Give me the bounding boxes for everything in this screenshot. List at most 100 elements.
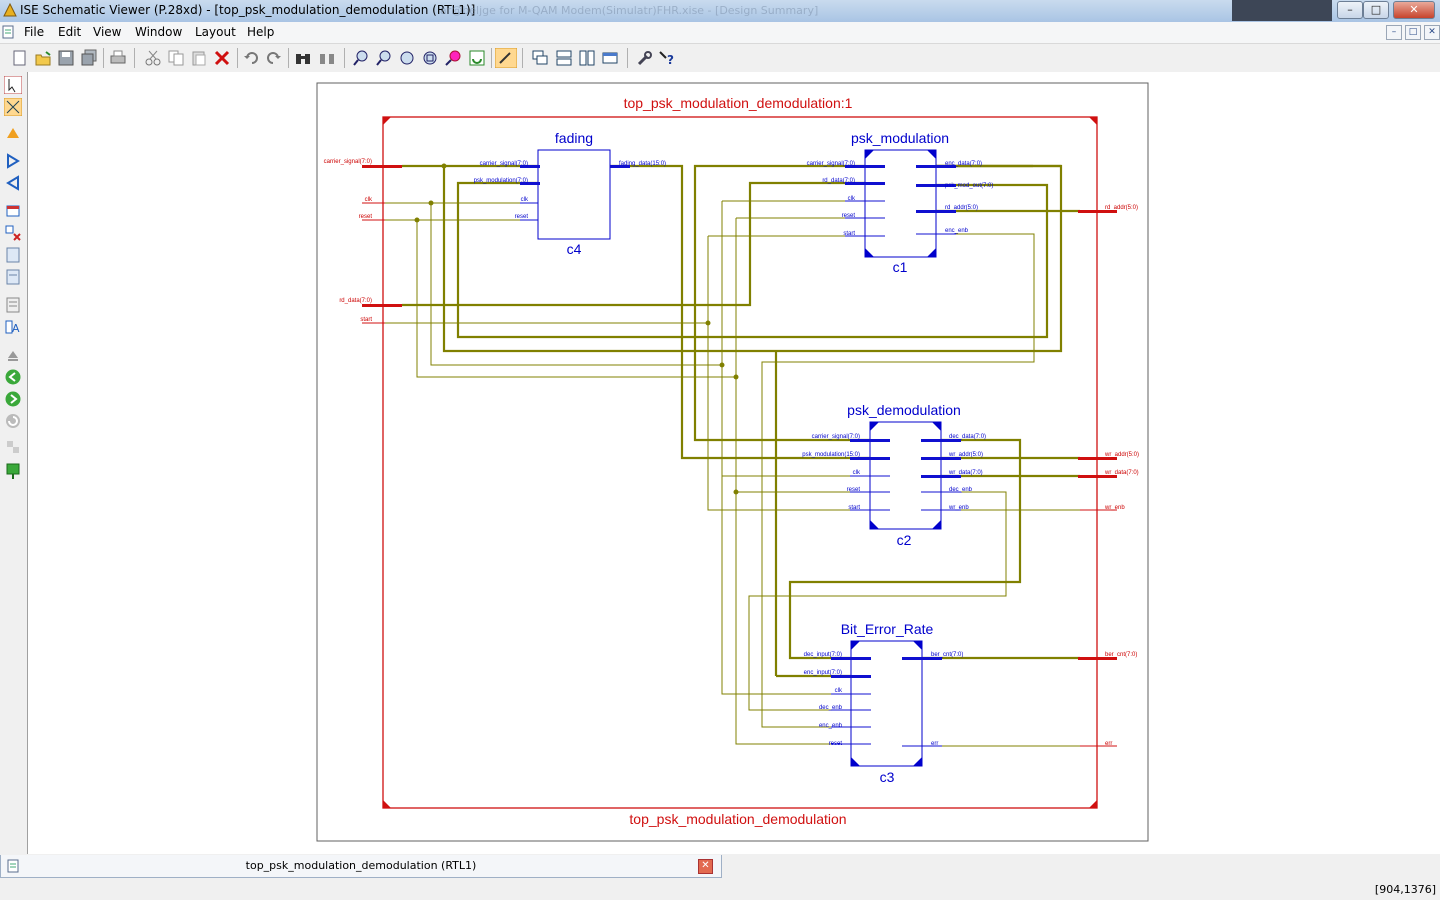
open-icon[interactable] <box>34 49 52 67</box>
demod-pin-dec-data: dec_data(7:0) <box>949 434 986 440</box>
top-input-carrier-signal[interactable]: carrier_signal(7:0) <box>324 159 372 165</box>
menu-file[interactable]: File <box>24 25 45 39</box>
menu-layout[interactable]: Layout <box>195 25 236 39</box>
document-icon[interactable] <box>2 25 15 39</box>
expand-output-icon[interactable] <box>4 174 22 192</box>
top-output-wr-data[interactable]: wr_data(7:0) <box>1104 470 1139 476</box>
remove-icon[interactable] <box>4 224 22 242</box>
menu-edit[interactable]: Edit <box>58 25 82 39</box>
mod-pin-clk: clk <box>848 196 856 202</box>
back-icon[interactable] <box>4 368 22 386</box>
copy-icon[interactable] <box>167 49 185 67</box>
port-stub-carrier-signal <box>362 165 402 168</box>
zoom-full-icon[interactable] <box>398 49 416 67</box>
run-icon[interactable] <box>4 462 22 480</box>
forward-icon[interactable] <box>4 390 22 408</box>
zoom-selected-icon[interactable] <box>444 49 462 67</box>
schematic-doc-icon <box>7 859 19 873</box>
top-output-wr-addr[interactable]: wr_addr(5:0) <box>1104 452 1139 458</box>
zoom-out-icon[interactable] <box>375 49 393 67</box>
window-close-button[interactable]: ✕ <box>1393 1 1435 19</box>
block-psk-demodulation-title: psk_demodulation <box>847 402 961 418</box>
redo-icon[interactable] <box>265 49 283 67</box>
ber-pin-err: err <box>931 741 938 747</box>
zoom-in-icon[interactable] <box>352 49 370 67</box>
port-stub-rd-data <box>362 304 402 307</box>
top-input-rd-data[interactable]: rd_data(7:0) <box>339 298 372 304</box>
save-all-icon[interactable] <box>80 49 98 67</box>
mod-pin-enc-enb: enc_enb <box>945 228 969 234</box>
view-symbol-icon[interactable] <box>4 202 22 220</box>
tile-vertical-icon[interactable] <box>578 49 596 67</box>
mdi-minimize-button[interactable]: – <box>1386 25 1402 40</box>
top-input-ports: carrier_signal(7:0) clk reset rd_data(7:… <box>324 159 402 324</box>
block-psk-demodulation-instance: c2 <box>897 532 912 548</box>
fading-pin-reset: reset <box>515 214 529 220</box>
top-output-ber-cnt[interactable]: ber_cnt(7:0) <box>1105 652 1137 658</box>
mdi-close-button[interactable]: ✕ <box>1424 25 1440 40</box>
undo-icon[interactable] <box>242 49 260 67</box>
select-mode-icon[interactable] <box>495 48 517 68</box>
mod-pin-enc-data: enc_data(7:0) <box>945 161 982 167</box>
top-input-reset[interactable]: reset <box>359 214 373 220</box>
push-into-icon[interactable] <box>4 246 22 264</box>
top-input-clk[interactable]: clk <box>365 197 373 203</box>
expand-input-icon[interactable] <box>4 152 22 170</box>
top-input-start[interactable]: start <box>360 317 372 323</box>
help-icon[interactable]: ? <box>658 49 676 67</box>
highlight-icon[interactable] <box>4 124 22 142</box>
new-icon[interactable] <box>11 49 29 67</box>
ber-pin-dec-enb: dec_enb <box>819 705 843 711</box>
arrange-icon[interactable] <box>601 49 619 67</box>
report-icon[interactable] <box>4 296 22 314</box>
demod-pin-start: start <box>848 505 860 511</box>
window-minimize-button[interactable]: – <box>1337 1 1363 19</box>
top-output-wr-enb[interactable]: wr_enb <box>1104 505 1125 511</box>
reload-icon[interactable] <box>4 412 22 430</box>
document-tab[interactable]: top_psk_modulation_demodulation (RTL1) ✕ <box>0 855 722 878</box>
refresh-icon[interactable] <box>468 49 486 67</box>
menu-window[interactable]: Window <box>135 25 183 39</box>
pop-icon[interactable] <box>4 268 22 286</box>
find-icon[interactable] <box>294 49 312 67</box>
block-psk-modulation-instance: c1 <box>893 259 908 275</box>
paste-icon[interactable] <box>190 49 208 67</box>
ber-pin-dec-input: dec_input(7:0) <box>804 652 842 658</box>
zoom-to-box-icon[interactable] <box>421 49 439 67</box>
delete-icon[interactable] <box>213 49 231 67</box>
properties-wrench-icon[interactable] <box>636 49 654 67</box>
top-output-err[interactable]: err <box>1105 741 1112 747</box>
tile-horizontal-icon[interactable] <box>555 49 573 67</box>
menu-help[interactable]: Help <box>247 25 275 39</box>
block-bit-error-rate-instance: c3 <box>880 769 895 785</box>
block-bit-error-rate[interactable]: Bit_Error_Rate dec_input(7:0) enc_input(… <box>804 621 964 785</box>
net-select-icon[interactable] <box>4 98 22 116</box>
schematic-canvas[interactable]: top_psk_modulation_demodulation:1 top_ps… <box>28 72 1440 854</box>
save-icon[interactable] <box>57 49 75 67</box>
menu-view[interactable]: View <box>93 25 122 39</box>
title-bar: ISE Schematic Viewer (P.28xd) - [top_psk… <box>0 0 1440 23</box>
block-psk-demodulation[interactable]: psk_demodulation carrier_signal(7:0) psk… <box>802 402 986 548</box>
select-arrow-icon[interactable] <box>4 76 22 94</box>
hide-icon[interactable] <box>4 438 22 456</box>
print-icon[interactable] <box>109 49 127 67</box>
outer-instance-label: top_psk_modulation_demodulation:1 <box>624 95 853 111</box>
mod-pin-carrier-signal: carrier_signal(7:0) <box>807 161 855 167</box>
cursor-coordinates: [904,1376] <box>1374 883 1436 896</box>
mod-pin-rd-data: rd_data(7:0) <box>822 178 855 184</box>
find-next-icon[interactable] <box>318 49 336 67</box>
cut-icon[interactable] <box>144 49 162 67</box>
background-window-title: ar@beljge for M-QAM Modem(Simulatr)FHR.x… <box>440 4 819 17</box>
block-psk-modulation[interactable]: psk_modulation carrier_signal(7:0) rd_da… <box>807 130 994 275</box>
block-fading[interactable]: fading carrier_signal(7:0) psk_modulatio… <box>474 130 666 257</box>
svg-text:A: A <box>12 322 20 335</box>
text-label-icon[interactable]: A <box>4 318 22 336</box>
move-up-icon[interactable] <box>4 346 22 364</box>
mdi-restore-button[interactable]: □ <box>1405 25 1421 40</box>
cascade-icon[interactable] <box>531 49 549 67</box>
top-output-rd-addr[interactable]: rd_addr(5:0) <box>1105 205 1138 211</box>
fading-pin-clk: clk <box>521 197 529 203</box>
tab-close-icon[interactable]: ✕ <box>698 859 713 874</box>
window-title: ISE Schematic Viewer (P.28xd) - [top_psk… <box>20 3 476 17</box>
window-restore-button[interactable]: □ <box>1363 1 1389 19</box>
